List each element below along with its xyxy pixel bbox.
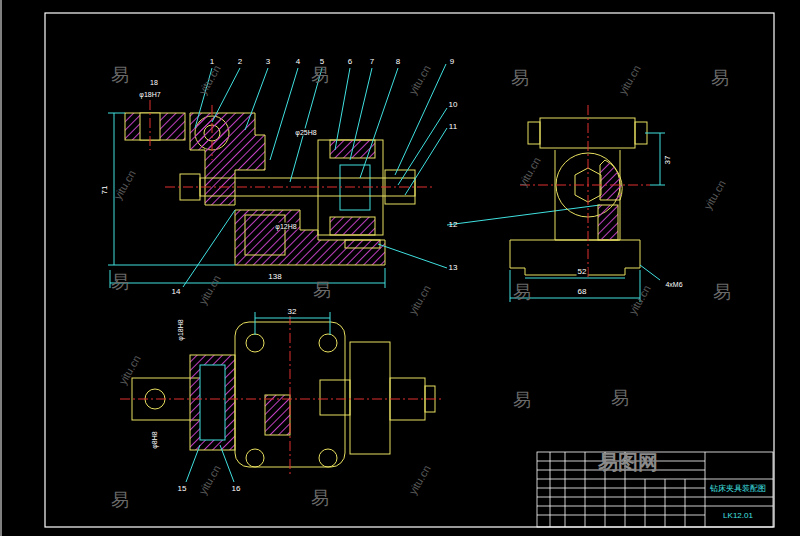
dimension: 4xM6 [664,281,683,288]
callout-number: 7 [370,58,374,66]
callout-number: 11 [449,123,457,131]
watermark: yitu.cn [407,463,432,496]
watermark: yitu.cn [197,463,222,496]
dimension: 138 [267,273,282,281]
callout-number: 16 [232,485,241,493]
dimension: φ12H8 [274,223,297,230]
drawing-title: 钻床夹具装配图 [710,485,766,493]
watermark: yitu.cn [112,168,137,201]
dimension: 18 [149,79,159,86]
callout-number: 5 [320,58,324,66]
watermark: yitu.cn [407,283,432,316]
watermark: 易 [111,273,129,291]
callout-number: 4 [296,58,300,66]
watermark: yitu.cn [617,63,642,96]
callout-number: 12 [449,221,458,229]
dimension: 37 [664,155,672,166]
dimension: 71 [101,185,109,196]
dimension: 68 [577,288,588,296]
watermark: yitu.cn [627,283,652,316]
callout-number: 3 [266,58,270,66]
watermark: 易 [313,281,331,299]
watermark: 易 [513,283,531,301]
watermark: yitu.cn [197,63,222,96]
watermark: 易 [711,69,729,87]
watermark: yitu.cn [117,353,142,386]
watermark: yitu.cn [702,178,727,211]
dimension: 32 [287,308,298,316]
watermark-logo: 易图网 [598,452,658,472]
callout-number: 13 [449,264,458,272]
callout-number: 9 [450,58,454,66]
watermark: yitu.cn [517,155,542,188]
watermark: 易 [513,391,531,409]
front-view [108,64,600,288]
watermark: 易 [311,66,329,84]
watermark: 易 [713,283,731,301]
callout-number: 14 [172,288,181,296]
frame [45,13,774,527]
watermark: 易 [511,69,529,87]
callout-number: 2 [238,58,242,66]
watermark: 易 [611,389,629,407]
dimension: φ18H7 [138,91,161,98]
watermark: yitu.cn [407,63,432,96]
dimension: φ25H8 [294,129,317,136]
dimension: 52 [577,268,588,276]
dimension: φ8H8 [151,430,158,449]
callout-number: 10 [449,101,458,109]
callout-number: 6 [348,58,352,66]
callout-number: 8 [396,58,400,66]
drawing-number: LK12.01 [723,512,753,520]
watermark: 易 [311,489,329,507]
watermark: 易 [111,66,129,84]
side-view [510,105,665,302]
watermark: 易 [111,491,129,509]
dimension: φ18H8 [177,318,184,341]
watermark: yitu.cn [197,273,222,306]
callout-number: 15 [178,485,187,493]
top-view [120,312,442,482]
title-block [537,452,773,527]
